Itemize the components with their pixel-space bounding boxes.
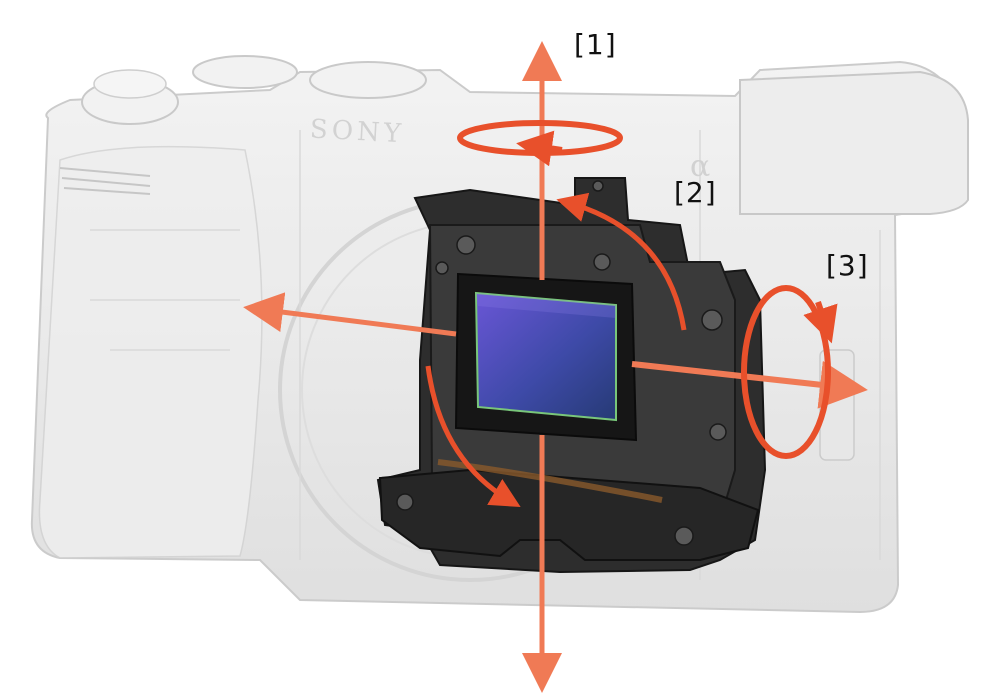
axis-arrows (243, 41, 868, 693)
model-logo-text: α (690, 149, 710, 184)
pitch-rotation-arc-upper (556, 192, 687, 331)
pitch-rotation-arc-lower (425, 365, 521, 508)
axis-label-2: [2] (674, 176, 717, 209)
horizontal-axis-left-arrow (243, 292, 457, 337)
roll-rotation-arrowhead (803, 301, 838, 344)
axis-label-3: [3] (826, 249, 869, 282)
optical-axis-arrow (631, 360, 868, 409)
roll-rotation-ring (741, 285, 831, 459)
axis-label-1: [1] (574, 28, 617, 61)
yaw-rotation-arrowhead (516, 130, 563, 167)
brand-logo-text: SONY (309, 114, 405, 149)
